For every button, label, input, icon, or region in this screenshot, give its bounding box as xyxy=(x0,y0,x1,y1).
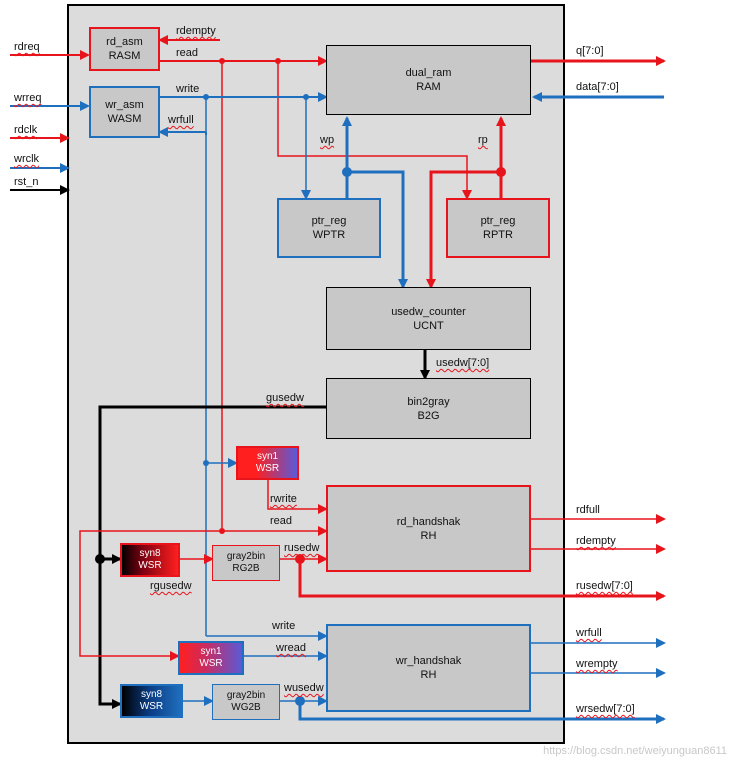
wrempty-output-label: wrempty xyxy=(576,658,618,670)
syn1-wwsr-block: syn1 WSR xyxy=(178,641,244,675)
read-to-rptr-wire xyxy=(277,61,472,200)
watermark: https://blog.csdn.net/weiyunguan8611 xyxy=(543,745,727,757)
rdempty-signal-label: rdempty xyxy=(176,25,216,37)
write-wh-signal-label: write xyxy=(272,620,296,632)
wr-handshak-block: wr_handshak RH xyxy=(326,624,531,712)
rgusedw-signal-label: rgusedw xyxy=(150,580,192,592)
usedw-counter-block: usedw_counter UCNT xyxy=(326,287,531,350)
data-input-label: data[7:0] xyxy=(576,81,619,93)
wrfull-signal-label: wrfull xyxy=(168,114,194,126)
wusedw-signal-label: wusedw xyxy=(284,682,324,694)
rdclk-label: rdclk xyxy=(14,124,38,136)
wp-signal-label: wp xyxy=(320,134,335,146)
dual-ram-block: dual_ram RAM xyxy=(326,45,531,115)
rdempty-output-label: rdempty xyxy=(576,535,616,547)
gray2bin-wg2b-block: gray2bin WG2B xyxy=(212,684,280,720)
rd-handshak-block: rd_handshak RH xyxy=(326,485,531,572)
gray2bin-rg2b-block: gray2bin RG2B xyxy=(212,545,280,581)
usedw-signal-label: usedw[7:0] xyxy=(436,357,490,369)
bin2gray-block: bin2gray B2G xyxy=(326,378,531,439)
rusedw-signal-label: rusedw xyxy=(284,542,320,554)
wr-asm-block: wr_asm WASM xyxy=(89,86,160,138)
wrreq-label: wrreq xyxy=(14,92,42,104)
ptr-reg-wptr-block: ptr_reg WPTR xyxy=(277,198,381,258)
wrsedw-output-label: wrsedw[7:0] xyxy=(576,703,635,715)
wread-signal-label: wread xyxy=(276,642,306,654)
rusedw-output-label: rusedw[7:0] xyxy=(576,580,633,592)
ptr-reg-rptr-block: ptr_reg RPTR xyxy=(446,198,550,258)
rdfull-output-label: rdfull xyxy=(576,504,600,516)
gusedw-signal-label: gusedw xyxy=(266,392,304,404)
syn8-wwsr-block: syn8 WSR xyxy=(120,684,183,718)
read-rh-signal-label: read xyxy=(270,515,293,527)
wrfull-output-label: wrfull xyxy=(576,627,602,639)
wrclk-label: wrclk xyxy=(14,153,40,165)
syn8-rwsr-block: syn8 WSR xyxy=(120,543,180,577)
rst-n-label: rst_n xyxy=(14,176,39,188)
rp-signal-label: rp xyxy=(478,134,488,146)
read-signal-label: read xyxy=(176,47,199,59)
rdreq-label: rdreq xyxy=(14,41,40,53)
write-signal-label: write xyxy=(176,83,200,95)
read-loop-wire xyxy=(79,530,222,661)
rwrite-signal-label: rwrite xyxy=(270,493,297,505)
rd-asm-block: rd_asm RASM xyxy=(89,27,160,71)
q-output-label: q[7:0] xyxy=(576,45,604,57)
syn1-rwsr-block: syn1 WSR xyxy=(236,446,299,480)
rwrite-wire xyxy=(267,480,328,514)
